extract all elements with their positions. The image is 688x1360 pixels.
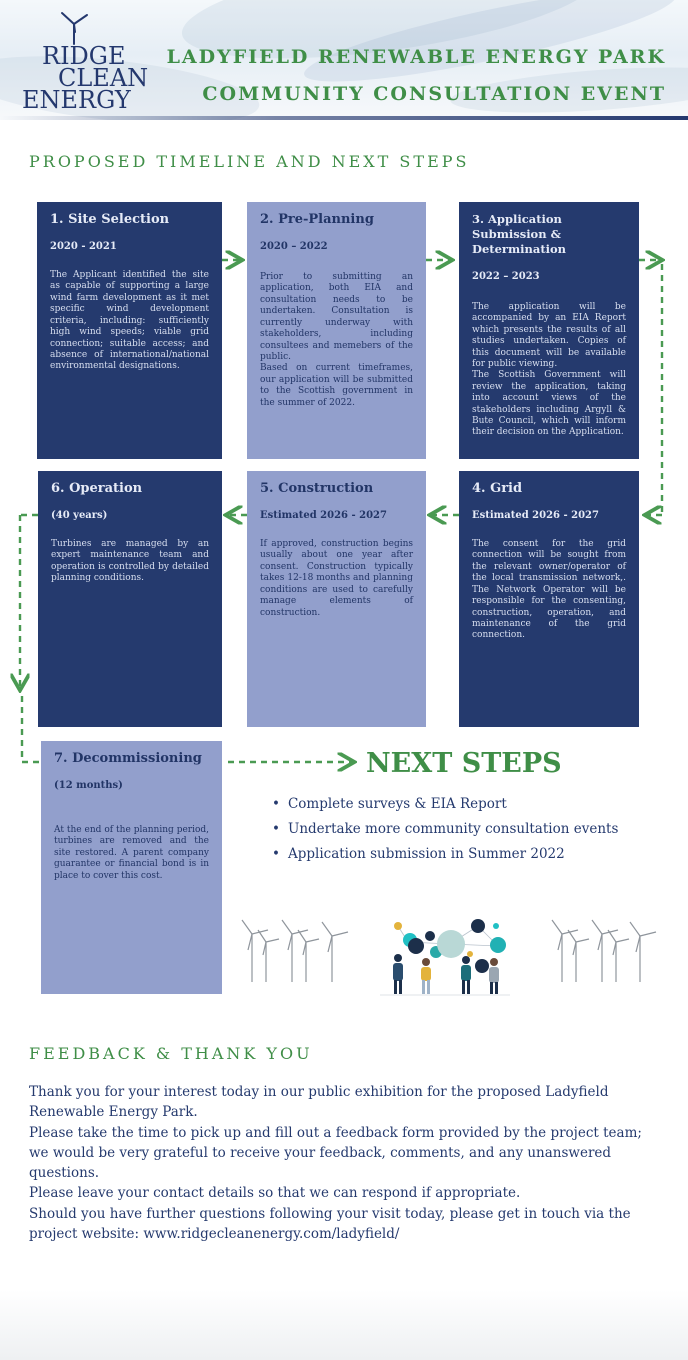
- header-title-line1: LADYFIELD RENEWABLE ENERGY PARK: [166, 46, 666, 68]
- logo-word-energy: ENERGY: [22, 86, 131, 114]
- company-logo: RIDGE CLEAN ENERGY: [20, 10, 150, 115]
- next-steps-list: Complete surveys & EIA Report Undertake …: [272, 796, 618, 871]
- turbines-and-people-illustration: [241, 919, 657, 996]
- feedback-paragraph: Please leave your contact details so tha…: [29, 1185, 521, 1202]
- step-title: 4. Grid: [472, 481, 523, 496]
- footer-fade: [0, 1290, 688, 1360]
- list-item: Application submission in Summer 2022: [272, 846, 618, 862]
- people-network-illustration: [380, 919, 510, 996]
- step-title: 2. Pre-Planning: [260, 212, 374, 227]
- step-description: If approved, construction begins usually…: [260, 539, 413, 618]
- next-steps-heading: NEXT STEPS: [366, 748, 562, 779]
- feedback-body: Thank you for your interest today in our…: [29, 1082, 659, 1244]
- logo-word-clean: CLEAN: [58, 64, 149, 92]
- feedback-paragraph: Should you have further questions follow…: [29, 1205, 631, 1242]
- step-dates: Estimated 2026 - 2027: [260, 510, 387, 521]
- feedback-paragraph: Thank you for your interest today in our…: [29, 1084, 609, 1121]
- step-title: 5. Construction: [260, 481, 374, 496]
- header-rule: [0, 116, 688, 120]
- step-description: The application will be accompanied by a…: [472, 301, 626, 369]
- step-dates: (12 months): [54, 780, 123, 791]
- step-dates: Estimated 2026 - 2027: [472, 510, 599, 521]
- wind-turbine-icon: [241, 919, 657, 982]
- step-dates: 2020 - 2021: [50, 241, 117, 252]
- step-title: 1. Site Selection: [50, 212, 170, 227]
- feedback-heading: FEEDBACK & THANK YOU: [29, 1044, 313, 1063]
- step-site-selection: 1. Site Selection 2020 - 2021 The Applic…: [37, 202, 222, 459]
- step-title: 6. Operation: [51, 481, 143, 496]
- step-decommissioning: 7. Decommissioning (12 months) At the en…: [41, 741, 222, 994]
- step-operation: 6. Operation (40 years) Turbines are man…: [38, 471, 222, 727]
- logo-word-ridge: RIDGE: [42, 42, 126, 70]
- step-title: 7. Decommissioning: [54, 751, 202, 766]
- step-pre-planning: 2. Pre-Planning 2020 – 2022 Prior to sub…: [247, 202, 426, 459]
- list-item: Complete surveys & EIA Report: [272, 796, 618, 812]
- step-description: At the end of the planning period, turbi…: [54, 825, 209, 881]
- step-description: Turbines are managed by an expert mainte…: [51, 539, 209, 584]
- step-description: Prior to submitting an application, both…: [260, 272, 413, 362]
- timeline-arrows: [0, 0, 688, 780]
- step-description: The Applicant identified the site as cap…: [50, 270, 209, 372]
- step-dates: (40 years): [51, 510, 108, 521]
- step-construction: 5. Construction Estimated 2026 - 2027 If…: [247, 471, 426, 727]
- feedback-paragraph: Please take the time to pick up and fill…: [29, 1124, 642, 1182]
- step-application-submission: 3. Application Submission & Determinatio…: [459, 202, 639, 459]
- step-dates: 2022 – 2023: [472, 270, 540, 282]
- timeline-heading: PROPOSED TIMELINE AND NEXT STEPS: [29, 152, 470, 171]
- step-description-2: The Scottish Government will review the …: [472, 370, 626, 438]
- header-title-line2: COMMUNITY CONSULTATION EVENT: [202, 83, 666, 105]
- step-title: 3. Application Submission & Determinatio…: [472, 212, 567, 256]
- step-grid: 4. Grid Estimated 2026 - 2027 The consen…: [459, 471, 639, 727]
- step-description: The consent for the grid connection will…: [472, 539, 626, 641]
- header-banner: [0, 0, 688, 120]
- list-item: Undertake more community consultation ev…: [272, 821, 618, 837]
- step-dates: 2020 – 2022: [260, 241, 328, 252]
- wind-turbine-logo-icon: [61, 12, 88, 45]
- step-description-2: Based on current timeframes, our applica…: [260, 363, 413, 408]
